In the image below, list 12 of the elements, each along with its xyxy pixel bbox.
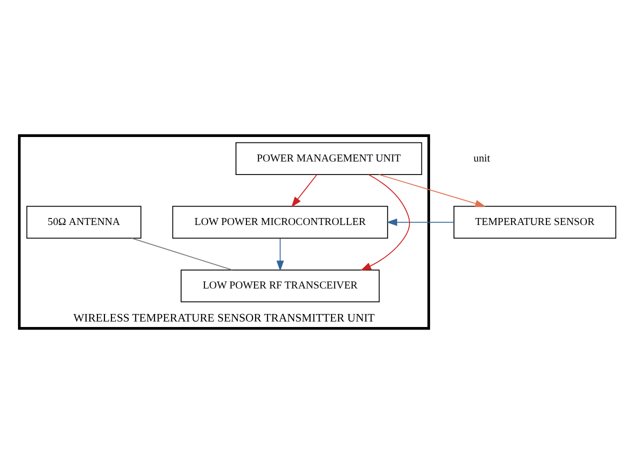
arrow <box>360 174 410 271</box>
arrow <box>386 218 454 226</box>
arrow <box>291 174 318 208</box>
arrow <box>378 174 486 208</box>
label: unit <box>474 153 490 164</box>
node-box: TEMPERATURE SENSOR <box>454 206 616 239</box>
node-box: 50Ω ANTENNA <box>26 206 142 239</box>
node-box: LOW POWER RF TRANSCEIVER <box>180 270 380 302</box>
connector <box>131 238 233 270</box>
node-box: LOW POWER MICROCONTROLLER <box>172 206 388 239</box>
arrow <box>276 238 284 272</box>
node-box: POWER MANAGEMENT UNIT <box>236 142 422 175</box>
